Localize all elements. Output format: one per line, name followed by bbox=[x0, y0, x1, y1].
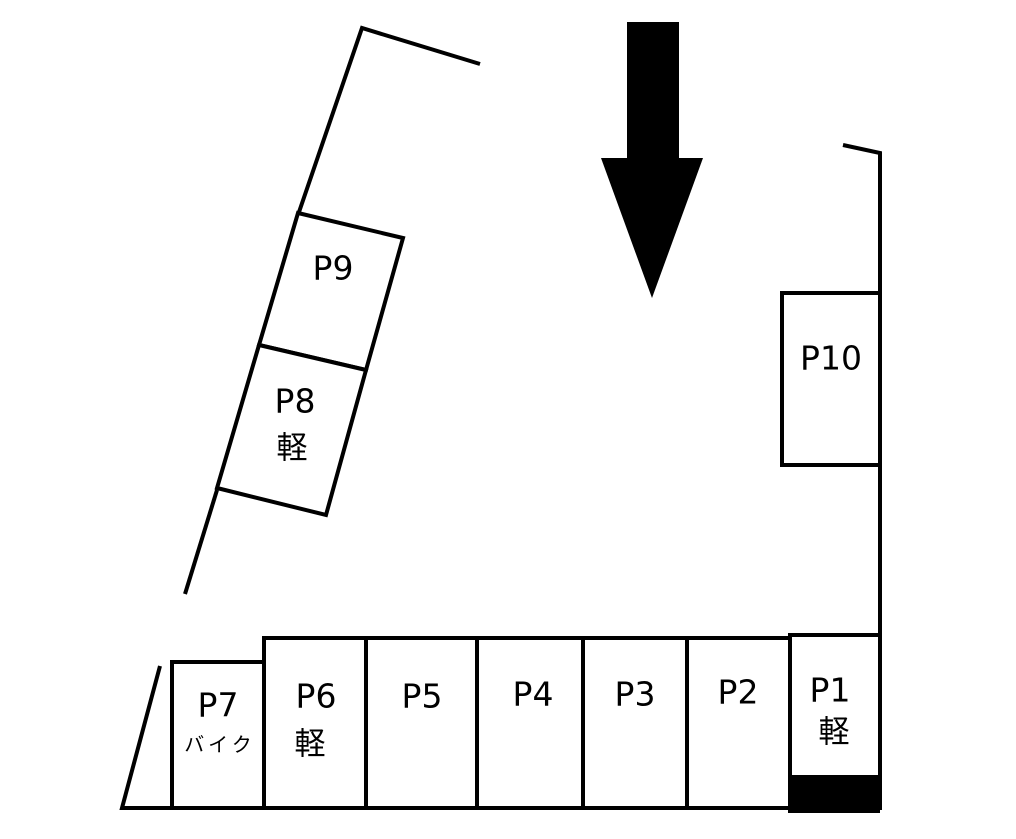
p1-bollard-marker bbox=[788, 775, 880, 813]
p10-label: P10 bbox=[800, 339, 862, 378]
parking-space-p6 bbox=[262, 636, 368, 810]
p2-label: P2 bbox=[718, 673, 759, 712]
parking-space-p8 bbox=[214, 342, 369, 518]
p7-label: P7 bbox=[198, 686, 239, 725]
lot-boundary bbox=[119, 25, 882, 810]
p9-label: P9 bbox=[313, 249, 354, 288]
parking-space-p3 bbox=[581, 636, 689, 810]
p1-label: P1 bbox=[810, 671, 851, 710]
left-boundary bbox=[183, 489, 219, 595]
parking-space-p2 bbox=[685, 636, 792, 810]
p6-label: P6 bbox=[296, 677, 337, 716]
p1-kei-label: 軽 bbox=[819, 715, 850, 751]
space-labels: P9 P8 軽 P10 P7 バイク P6 軽 P5 P4 P3 P2 P1 軽 bbox=[184, 249, 862, 763]
right-boundary bbox=[842, 143, 882, 808]
down-arrow-icon bbox=[601, 22, 703, 298]
parking-space-p7 bbox=[170, 660, 266, 810]
parking-space-p4 bbox=[475, 636, 585, 810]
parking-space-p10 bbox=[780, 291, 882, 467]
p3-label: P3 bbox=[615, 675, 656, 714]
p5-label: P5 bbox=[402, 677, 443, 716]
parking-space-p5 bbox=[364, 636, 479, 810]
parking-space-p9 bbox=[256, 210, 406, 373]
p6-kei-label: 軽 bbox=[295, 727, 326, 763]
p8-label: P8 bbox=[275, 382, 316, 421]
p4-label: P4 bbox=[513, 675, 554, 714]
p8-kei-label: 軽 bbox=[277, 431, 308, 467]
top-left-boundary bbox=[296, 25, 481, 216]
p7-bike-label: バイク bbox=[184, 733, 256, 757]
